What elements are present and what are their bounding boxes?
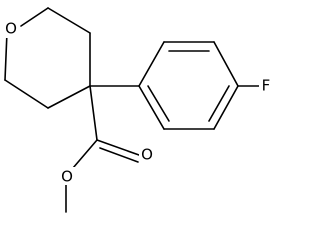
- aryl-bond-4: [213, 85, 239, 130]
- bond-c4-c5: [47, 85, 91, 109]
- carbonyl-double-bond-outer: [96, 139, 140, 156]
- bond-c6-o: [4, 31, 8, 81]
- bond-c5-c6: [4, 79, 49, 109]
- methyl-ester-group: [65, 85, 140, 213]
- chemical-structure-drawing: O O O F: [3, 7, 273, 213]
- bond-c4-carbonyl: [89, 85, 98, 141]
- ester-oxygen-label: O: [61, 168, 73, 186]
- fluorophenyl-ring: [138, 41, 239, 130]
- aryl-double-bond-right: [208, 85, 230, 122]
- aryl-bond-3: [213, 41, 239, 87]
- bond-c2-c3: [47, 7, 91, 34]
- aryl-bond-1: [138, 41, 165, 87]
- fluorine-label: F: [262, 77, 271, 95]
- bond-o-c2: [20, 7, 49, 27]
- tetrahydropyran-ring: [4, 7, 91, 109]
- atom-labels: O O O F: [3, 20, 273, 186]
- aryl-bond-6: [138, 85, 165, 130]
- carbonyl-oxygen-label: O: [141, 146, 153, 164]
- ring-oxygen-label: O: [5, 20, 17, 38]
- bond-carbonyl-ether-o: [72, 139, 98, 169]
- carbonyl-double-bond-inner: [99, 147, 139, 163]
- aryl-double-bond-left: [147, 85, 170, 122]
